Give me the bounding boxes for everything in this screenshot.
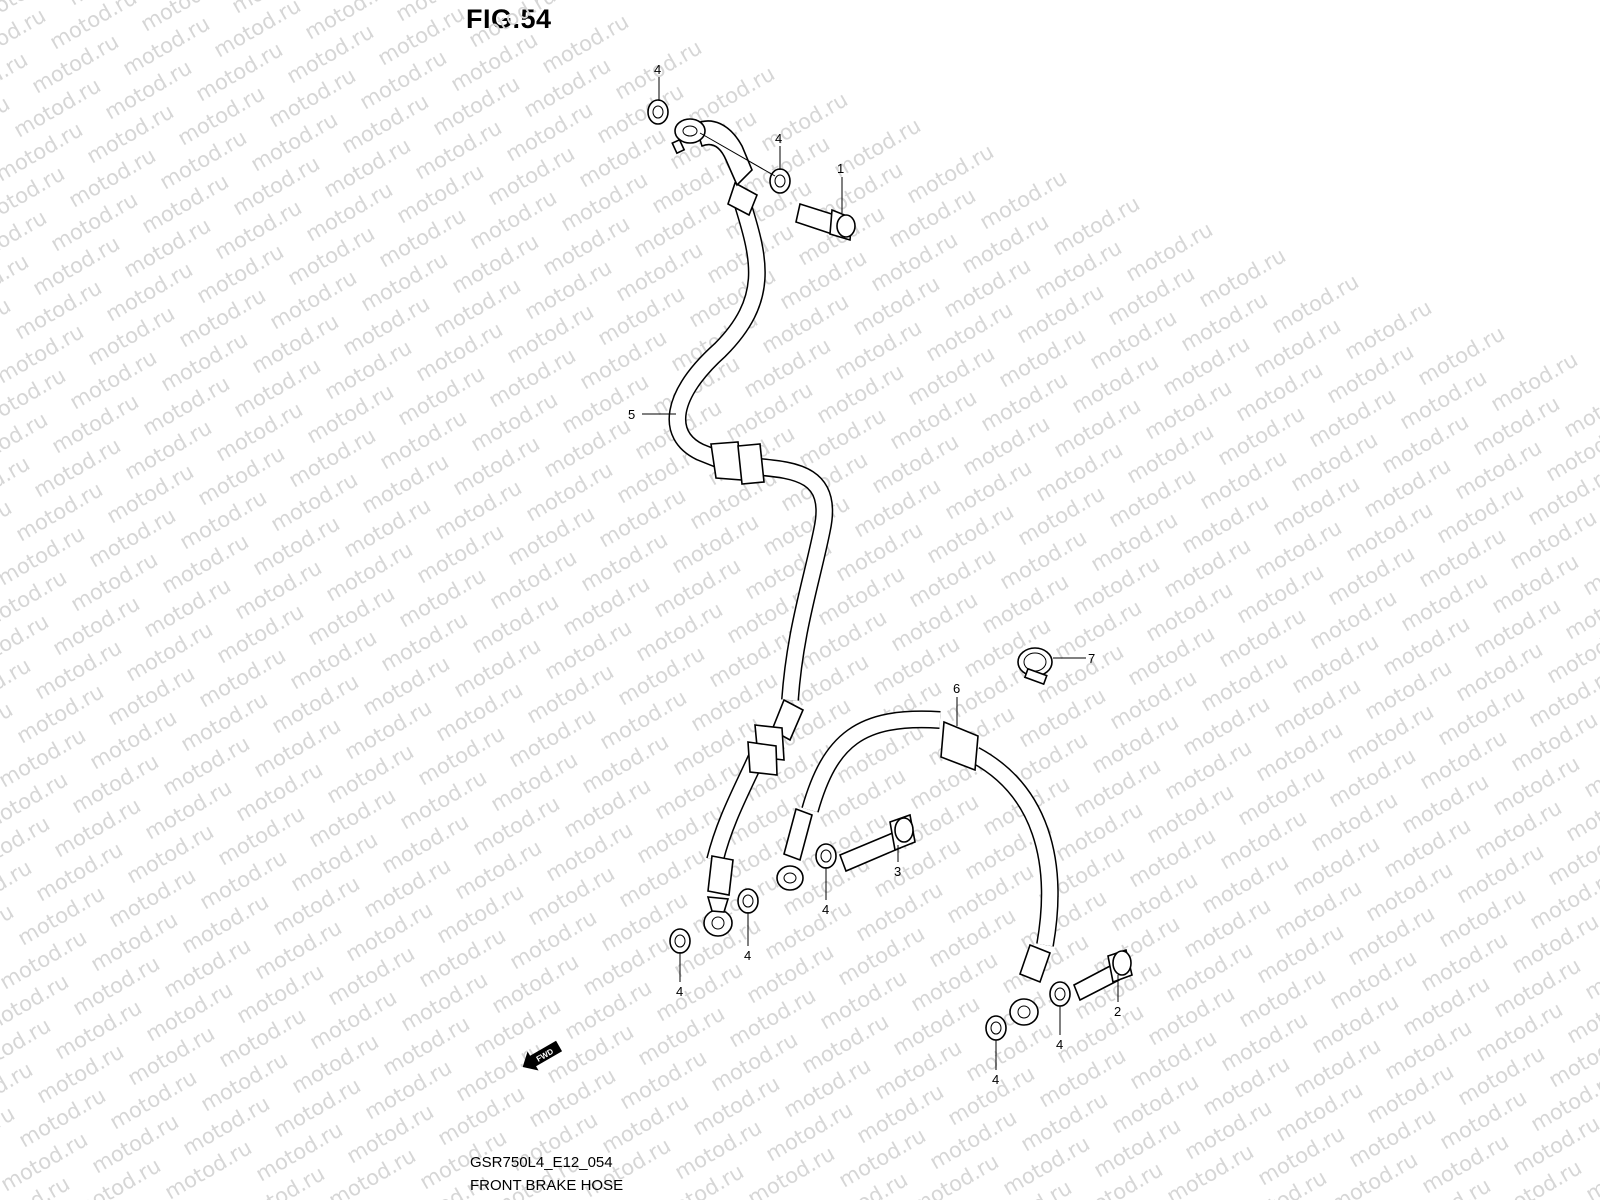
callout-union-bolt-2: 2 (1114, 1004, 1121, 1019)
hose-fittings (671, 118, 1052, 1026)
union-bolt-2 (1072, 948, 1133, 1002)
watermark-text: motod.ru (1560, 373, 1600, 442)
watermark-text: motod.ru (1579, 531, 1600, 600)
callouts: 4 4 1 5 7 6 3 4 4 4 2 4 4 (628, 62, 1121, 1087)
figure-code: GSR750L4_E12_054 (470, 1154, 613, 1171)
clamp-7 (1017, 647, 1053, 686)
figure-name: FRONT BRAKE HOSE (470, 1177, 624, 1194)
callout-washer-mid-a: 4 (676, 984, 683, 999)
washer-low-b (1049, 981, 1071, 1007)
leader-lines (642, 77, 1119, 1070)
watermark-text: motod.ru (1582, 1137, 1600, 1200)
callout-washer-low-b: 4 (1056, 1037, 1063, 1052)
callout-washer-low-a: 4 (992, 1072, 999, 1087)
callout-union-bolt-1: 1 (837, 161, 844, 176)
washers (647, 99, 1071, 1041)
callout-union-bolt-3: 3 (894, 864, 901, 879)
hose-6 (801, 710, 1059, 947)
callout-washer-mid-b: 4 (744, 948, 751, 963)
callout-washer-mid-c: 4 (822, 902, 829, 917)
washer-top-left (647, 99, 669, 125)
washer-mid-a (669, 928, 691, 954)
watermark-text: motod.ru (1580, 733, 1600, 802)
figure-title: FIG.54 (466, 4, 552, 34)
callout-washer-top-left: 4 (654, 62, 661, 77)
watermark-text: motod.ru (1581, 935, 1600, 1004)
union-bolt-3 (838, 813, 916, 873)
union-bolt-1 (795, 202, 856, 242)
washer-mid-c (815, 843, 837, 869)
callout-hose-5: 5 (628, 407, 635, 422)
callout-clamp-7: 7 (1088, 651, 1095, 666)
washer-low-a (985, 1015, 1007, 1041)
washer-mid-b (737, 888, 759, 914)
callout-hose-6: 6 (953, 681, 960, 696)
washer-top-right (769, 168, 791, 194)
callout-washer-top-right: 4 (775, 131, 782, 146)
